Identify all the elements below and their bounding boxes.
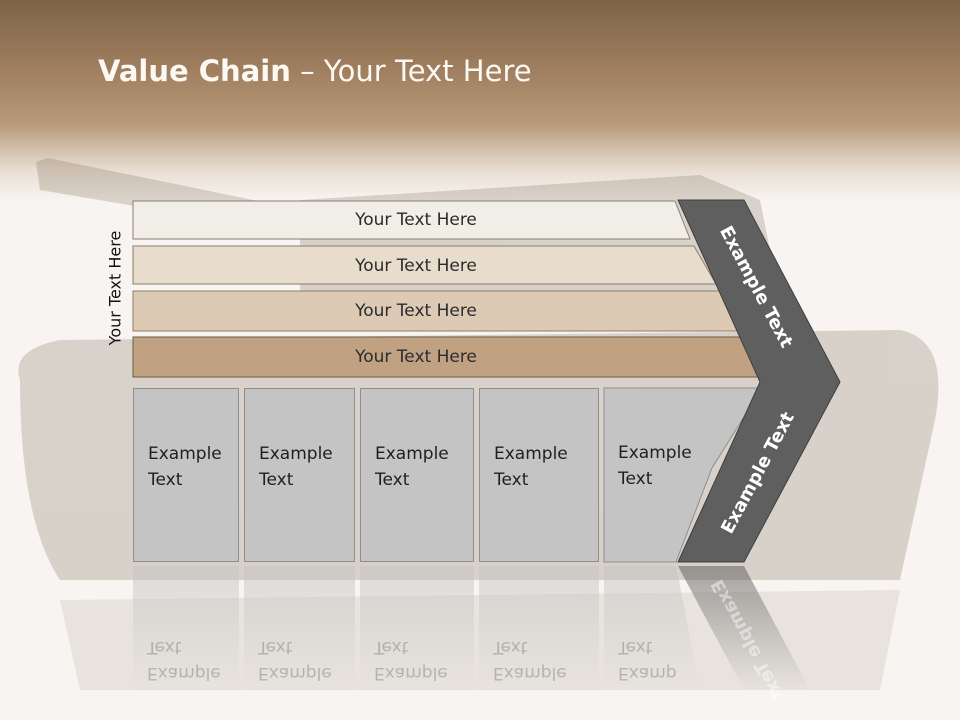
chevron-reflection xyxy=(678,566,810,690)
box-2-line1: Example xyxy=(259,444,333,464)
box-shape-5 xyxy=(603,387,763,563)
box-3-line1: Example xyxy=(375,444,449,464)
bar-1-label: Your Text Here xyxy=(355,210,477,230)
box-4-line2: Text xyxy=(494,470,529,490)
bar-2-label: Your Text Here xyxy=(355,256,477,276)
box-5-line1: Example xyxy=(618,443,692,463)
box-4: Example Text xyxy=(479,388,599,562)
box-1-line1: Example xyxy=(148,444,222,464)
box-5-line2: Text xyxy=(618,469,653,489)
tank-wheel xyxy=(810,430,890,510)
box-1-line2: Text xyxy=(148,470,183,490)
header-band xyxy=(0,0,960,200)
bar-4-label: Your Text Here xyxy=(355,347,477,367)
tank-wheel xyxy=(868,388,932,452)
chevron-arrow xyxy=(677,199,841,563)
bar-shape-1 xyxy=(132,200,691,240)
slide-title: Value Chain – Your Text Here xyxy=(98,54,532,88)
bar-3-label: Your Text Here xyxy=(355,301,477,321)
box-2-line2: Text xyxy=(259,470,294,490)
box-5-reflection-shape xyxy=(604,566,700,690)
box-2: Example Text xyxy=(244,388,355,562)
box-3: Example Text xyxy=(360,388,474,562)
box-1: Example Text xyxy=(133,388,239,562)
box-4-line1: Example xyxy=(494,444,568,464)
box-5: Example Text xyxy=(604,388,714,562)
box-3-line2: Text xyxy=(375,470,410,490)
